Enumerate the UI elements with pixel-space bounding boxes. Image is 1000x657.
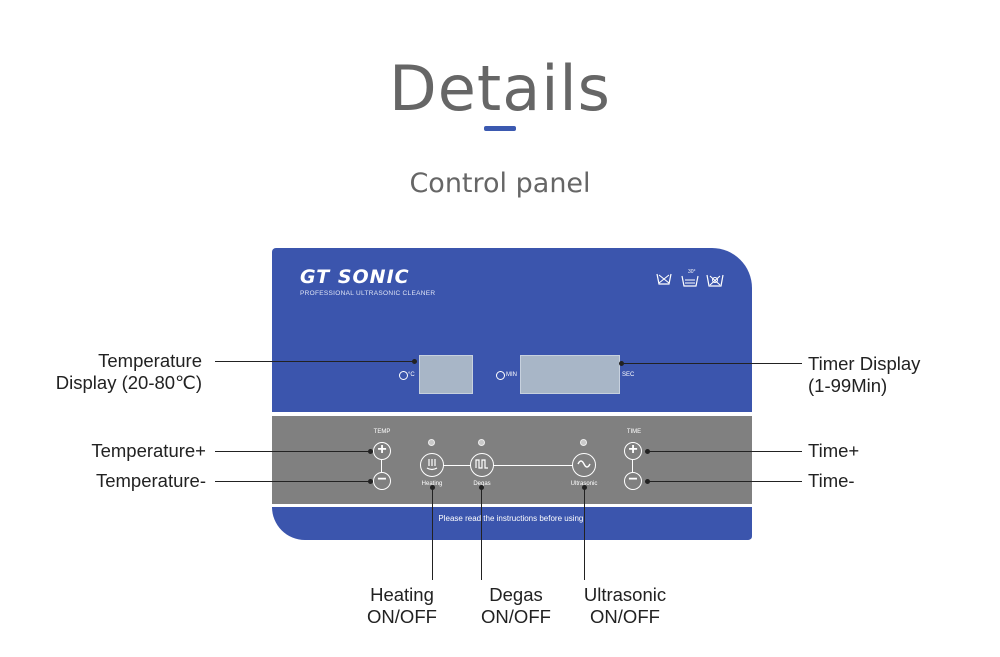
temp-plus-callout: Temperature+ (91, 440, 206, 461)
temp-minus-callout: Temperature- (95, 470, 206, 491)
temp-button-connector (381, 460, 382, 472)
timer-display (520, 355, 620, 394)
temp-plus-button[interactable]: + (373, 442, 391, 460)
brand-logo: GT SONIC (300, 266, 410, 288)
temp-display-leader (215, 361, 415, 362)
sine-wave-icon (577, 460, 591, 468)
ultrasonic-callout-line1: Ultrasonic (583, 584, 667, 605)
time-minus-button[interactable]: − (624, 472, 642, 490)
ultrasonic-leader (584, 488, 585, 580)
degas-leader (481, 488, 482, 580)
timer-display-callout: Timer Display (1-99Min) (808, 353, 978, 397)
panel-top-section (272, 248, 752, 412)
temperature-display (419, 355, 473, 394)
sec-label: SEC (622, 372, 635, 378)
timer-display-leader (622, 363, 802, 364)
temp-minus-leader (215, 481, 373, 482)
wash-temp-label: 30° (688, 269, 696, 275)
time-plus-button[interactable]: + (624, 442, 642, 460)
heating-led (428, 439, 435, 446)
time-plus-leader (648, 451, 802, 452)
ultrasonic-callout: Ultrasonic ON/OFF (570, 584, 680, 628)
clock-icon (496, 371, 505, 380)
no-wash-icon (656, 272, 672, 285)
temp-display-dot (412, 359, 417, 364)
ultrasonic-button-label: Ultrasonic (570, 481, 598, 487)
heating-button-label: Heating (421, 481, 443, 487)
temp-minus-dot (368, 479, 373, 484)
heating-icon (426, 459, 438, 471)
time-minus-leader (648, 481, 802, 482)
degas-led (478, 439, 485, 446)
ultrasonic-callout-line2: ON/OFF (590, 606, 660, 627)
degas-icon (475, 459, 488, 469)
wash-30-icon (681, 272, 699, 287)
degas-button[interactable] (470, 453, 494, 477)
min-label: MIN (506, 372, 517, 378)
heating-callout-line1: Heating (370, 584, 434, 605)
degas-callout-line2: ON/OFF (481, 606, 551, 627)
temp-label: TEMP (373, 429, 391, 435)
no-wring-icon (706, 272, 724, 287)
brand-tagline: PROFESSIONAL ULTRASONIC CLEANER (300, 290, 436, 297)
heating-leader (432, 488, 433, 580)
ultrasonic-dot (582, 485, 587, 490)
time-minus-callout: Time- (808, 470, 855, 491)
ultrasonic-button[interactable] (572, 453, 596, 477)
panel-control-strip (272, 416, 752, 504)
panel-bottom-section (272, 507, 752, 540)
thermometer-icon (399, 371, 408, 380)
temp-display-callout-line1: Temperature (98, 350, 202, 371)
time-plus-callout: Time+ (808, 440, 860, 461)
heating-dot (430, 485, 435, 490)
time-plus-dot (645, 449, 650, 454)
time-label: TIME (626, 429, 642, 435)
timer-display-dot (619, 361, 624, 366)
timer-display-callout-line1: Timer Display (808, 353, 921, 374)
title-underline (484, 126, 516, 131)
degas-callout-line1: Degas (489, 584, 543, 605)
function-connector-line (443, 465, 573, 466)
degas-dot (479, 485, 484, 490)
time-minus-dot (645, 479, 650, 484)
ultrasonic-led (580, 439, 587, 446)
page-title: Details (389, 52, 611, 125)
heating-button[interactable] (420, 453, 444, 477)
temp-plus-dot (368, 449, 373, 454)
heating-callout: Heating ON/OFF (352, 584, 452, 628)
temp-display-callout-line2: Display (20-80℃) (55, 372, 202, 393)
temp-display-callout: Temperature Display (20-80℃) (40, 350, 202, 394)
time-button-connector (632, 460, 633, 472)
degas-callout: Degas ON/OFF (466, 584, 566, 628)
temp-unit-label: °C (408, 372, 415, 378)
degas-button-label: Degas (473, 481, 491, 487)
panel-instruction-note: Please read the instructions before usin… (438, 514, 586, 523)
timer-display-callout-line2: (1-99Min) (808, 375, 888, 396)
heating-callout-line2: ON/OFF (367, 606, 437, 627)
temp-minus-button[interactable]: − (373, 472, 391, 490)
temp-plus-leader (215, 451, 373, 452)
page-subtitle: Control panel (409, 168, 591, 199)
